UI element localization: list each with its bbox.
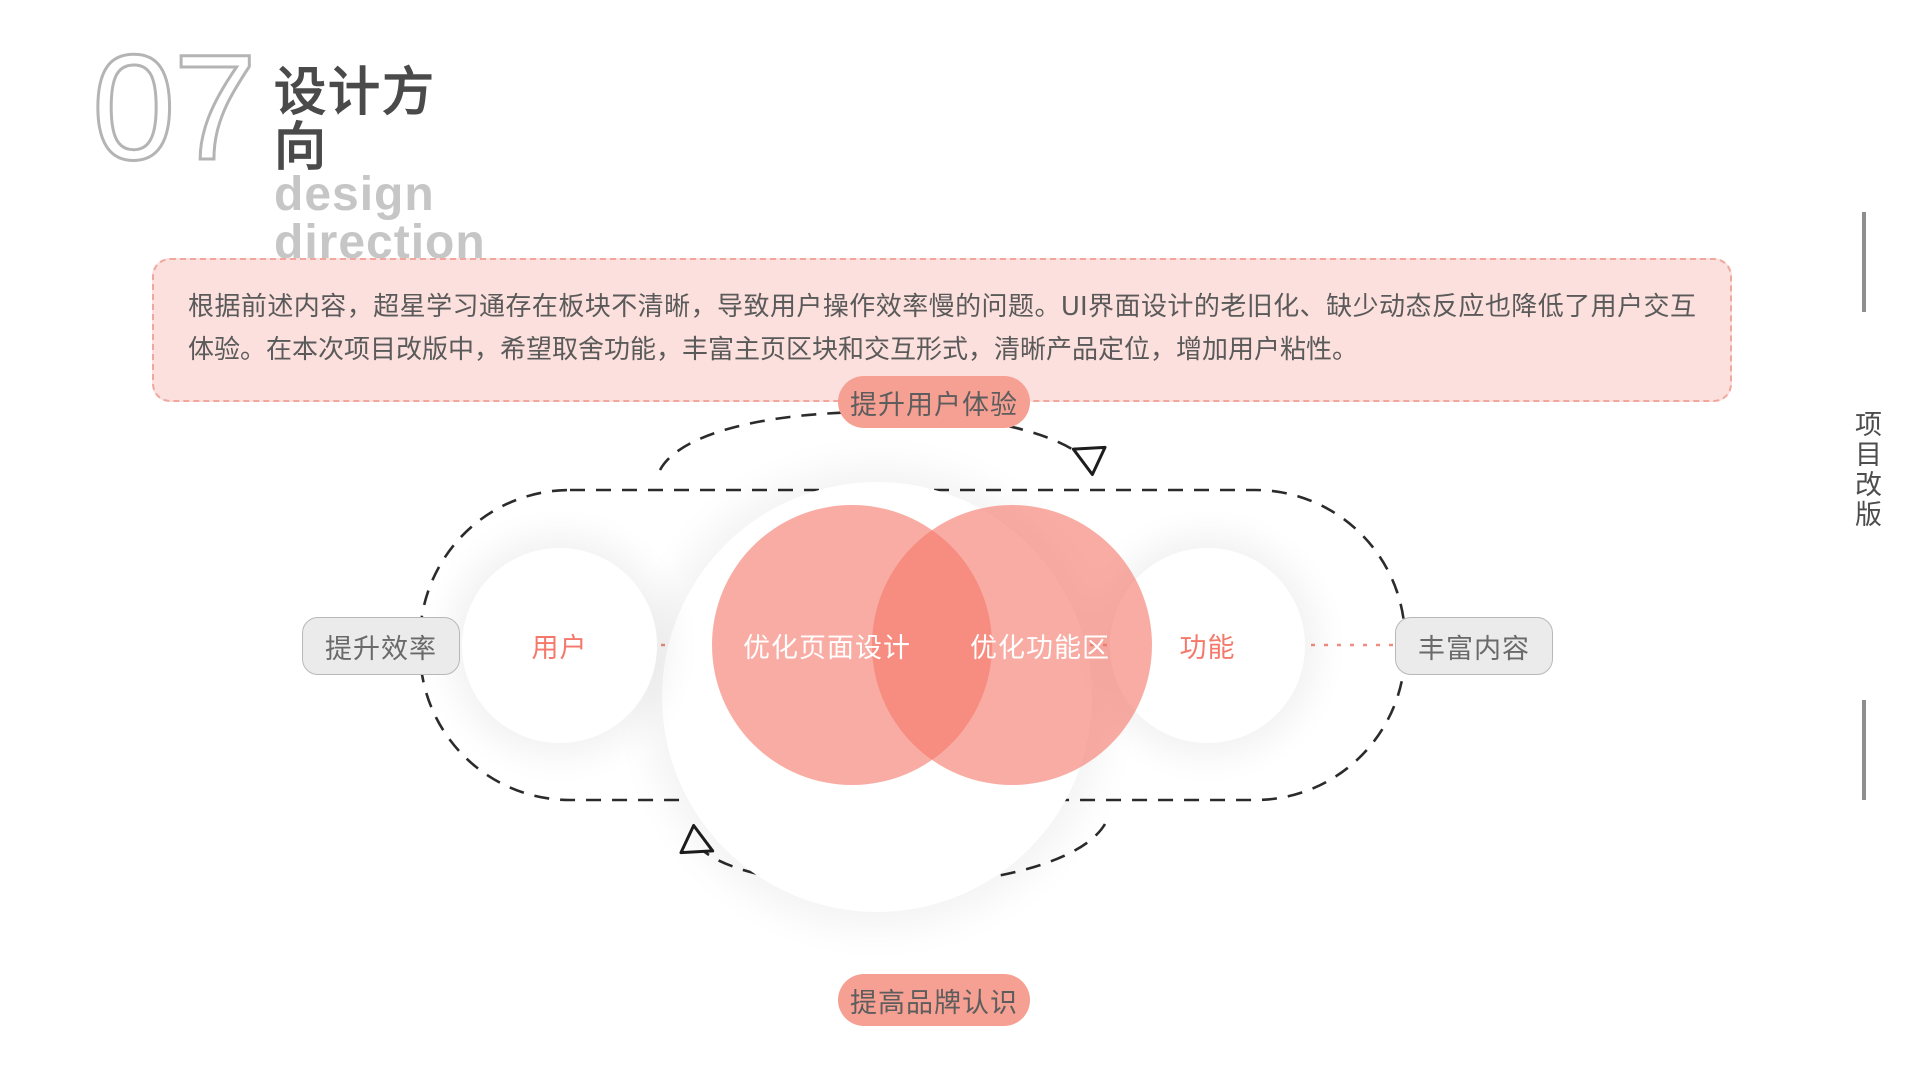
pill-improve-brand-awareness[interactable]: 提高品牌认识 (838, 974, 1030, 1026)
rail-vertical-label: 项目改版 (1850, 410, 1881, 530)
venn-right-label: 优化功能区 (970, 632, 1110, 664)
intro-paragraph: 根据前述内容，超星学习通存在板块不清晰，导致用户操作效率慢的问题。UI界面设计的… (188, 292, 1696, 365)
user-circle-label: 用户 (531, 632, 588, 664)
right-rail: 项目改版 (1838, 212, 1898, 812)
venn-circle-right (872, 505, 1152, 785)
box-improve-efficiency[interactable]: 提升效率 (302, 617, 460, 675)
top-arrowhead-icon (1071, 445, 1107, 477)
section-number: 07 (91, 23, 259, 191)
bottom-arrowhead-icon (679, 823, 715, 855)
box-enrich-content[interactable]: 丰富内容 (1395, 617, 1553, 675)
user-circle (462, 548, 657, 743)
venn-left-label: 优化页面设计 (743, 632, 911, 664)
page-title: 设计方向 (274, 63, 437, 178)
rail-line-bottom (1862, 700, 1866, 800)
pill-improve-user-experience[interactable]: 提升用户体验 (838, 376, 1030, 428)
title-block: 设计方向 design direction (274, 66, 486, 267)
function-circle-label: 功能 (1179, 632, 1236, 664)
rail-line-top (1862, 212, 1866, 312)
concept-diagram: 用户 功能 优化页面设计 优化功能区 提升用户体验 提高品牌认识 提升效率 丰富… (0, 376, 1760, 1080)
page-subtitle: design direction (274, 168, 486, 270)
